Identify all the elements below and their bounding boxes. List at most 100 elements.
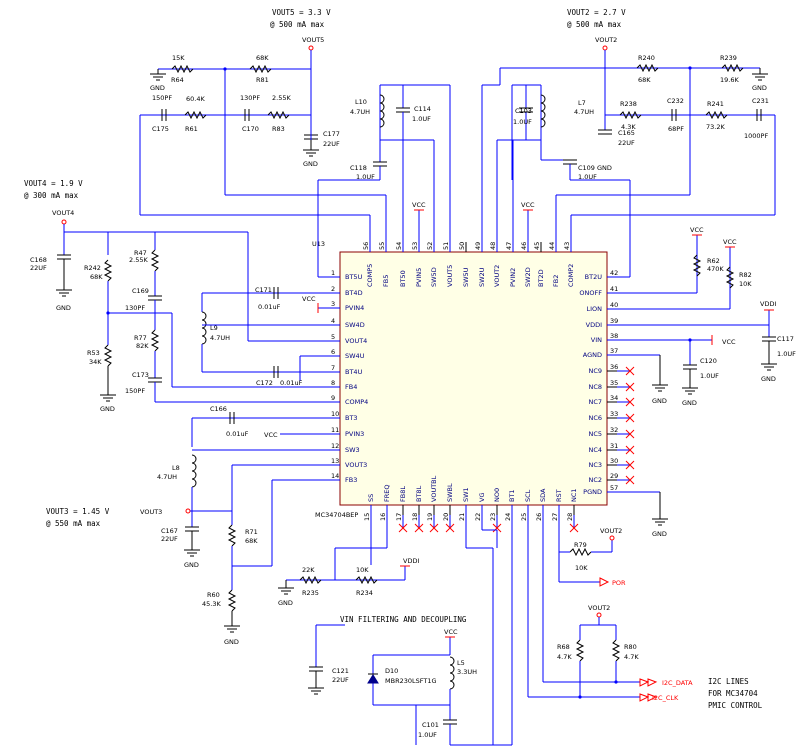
vout2-net-label: VOUT2 — [588, 604, 610, 612]
ic-pin-name: NC8 — [588, 383, 602, 391]
r238-ref: R238 — [620, 100, 637, 108]
no-connect-mark — [492, 523, 502, 533]
ic-pin-number: 39 — [610, 317, 618, 325]
vcc-label: VCC — [723, 238, 737, 246]
ic-pin-name: NC9 — [588, 367, 602, 375]
ic-pin-number: 43 — [563, 242, 571, 250]
r240-ref: R240 — [638, 54, 655, 62]
vcc-label: VCC — [302, 295, 316, 303]
vout2-net-label: VOUT2 — [600, 527, 622, 535]
r235-value: 22K — [302, 566, 315, 574]
vcc-label: VCC — [722, 338, 736, 346]
c120-value: 1.0UF — [700, 372, 719, 380]
d10-value: MBR230LSFT1G — [385, 677, 437, 685]
i2c-clk-label: I2C_CLK — [652, 694, 679, 702]
ic-pin-number: 33 — [610, 410, 618, 418]
r53-ref: R53 — [87, 349, 100, 357]
r80-value: 4.7K — [624, 653, 639, 661]
gnd-label: GND — [184, 561, 199, 569]
ic-pin-number: 26 — [535, 513, 543, 521]
ic-pin-number: 2 — [331, 285, 335, 293]
r71-value: 68K — [245, 537, 258, 545]
r235-resistor — [299, 575, 322, 585]
l10-ref: L10 — [355, 98, 367, 106]
l7-value: 4.7UH — [574, 108, 594, 116]
ic-pin-name: SDA — [539, 488, 547, 502]
c172-value: 0.01uF — [280, 379, 303, 387]
c166-value: 0.01uF — [226, 430, 249, 438]
r239-value: 19.6K — [720, 76, 739, 84]
ic-pin-name: SCL — [524, 489, 532, 502]
c167-ref: C167 — [161, 527, 178, 535]
ic-pin-number: 19 — [426, 513, 434, 521]
ic-pin-number: 36 — [610, 363, 618, 371]
r79-ref: R79 — [574, 541, 587, 549]
c175-ref: C175 — [152, 125, 169, 133]
c109-ref: C109 — [578, 164, 595, 172]
ic-pin-number: 57 — [610, 484, 618, 492]
ic-pin-name: COMP5 — [366, 264, 374, 287]
ic-pin-name: SW3 — [345, 446, 360, 454]
ic-pin-name: VOUT4 — [345, 337, 367, 345]
ic-pin-name: SW4U — [345, 352, 365, 360]
r53-value: 34K — [89, 358, 102, 366]
ic-pin-name: SW2U — [478, 267, 486, 287]
ic-pin-number: 29 — [610, 472, 618, 480]
r82-resistor — [725, 266, 735, 289]
r82-value: 10K — [739, 280, 752, 288]
ic-pin-name: NC2 — [588, 476, 602, 484]
ic-pin-name: VOUT3 — [345, 461, 367, 469]
ic-pin-name: BT2U — [585, 273, 603, 281]
c177-value: 22UF — [323, 140, 340, 148]
l10-value: 4.7UH — [350, 108, 370, 116]
ic-pin-name: PVIN3 — [345, 430, 364, 438]
vout3-rail-title: VOUT3 = 1.45 V — [46, 507, 110, 516]
ic-pin-name: NC3 — [588, 461, 602, 469]
ic-pin-number: 38 — [610, 332, 618, 340]
ic-pin-name: NC7 — [588, 398, 602, 406]
r241-value: 73.2K — [706, 123, 725, 131]
ic-pin-name: PVIN2 — [509, 268, 517, 287]
vout4-net-label: VOUT4 — [52, 209, 74, 217]
ic-pin-number: 1 — [331, 269, 335, 277]
ic-pin-number: 13 — [331, 457, 339, 465]
ic-pin-number: 10 — [331, 410, 339, 418]
r81-resistor — [249, 64, 272, 74]
c231-value: 1000PF — [744, 132, 768, 140]
gnd-label: GND — [652, 530, 667, 538]
vddi-label: VDDI — [760, 300, 776, 308]
r83-resistor — [267, 110, 290, 120]
ic-pin-number: 14 — [331, 472, 339, 480]
l9-value: 4.7UH — [210, 334, 230, 342]
vout4-rail-current: @ 300 mA max — [24, 191, 79, 200]
vout2-net-label: VOUT2 — [595, 36, 617, 44]
r62-resistor — [692, 254, 702, 277]
vout5-rail-current: @ 500 mA max — [270, 20, 325, 29]
gnd-label: GND — [761, 375, 776, 383]
ic-ref: U13 — [312, 240, 325, 248]
ic-pin-name: SW5U — [462, 267, 470, 287]
no-connect-mark — [625, 429, 635, 439]
l7-inductor — [540, 94, 546, 128]
r241-ref: R241 — [707, 100, 724, 108]
ic-pin-number: 24 — [504, 513, 512, 521]
l5-ref: L5 — [457, 659, 465, 667]
r47-resistor — [150, 249, 160, 272]
vout4-rail-title: VOUT4 = 1.9 V — [24, 179, 83, 188]
vcc-label: VCC — [412, 201, 426, 209]
i2c-note-line1: I2C LINES — [708, 677, 749, 686]
i2c-note-line2: FOR MC34704 — [708, 689, 758, 698]
l7-ref: L7 — [578, 99, 586, 107]
r242-resistor — [103, 259, 113, 282]
vout5-net-port — [308, 45, 314, 51]
ic-pin-number: 3 — [331, 300, 335, 308]
r234-ref: R234 — [356, 589, 373, 597]
ic-pin-name: SW5D — [430, 267, 438, 287]
gnd-label: GND — [652, 397, 667, 405]
no-connect-mark — [398, 523, 408, 533]
c121-ref: C121 — [332, 667, 349, 675]
ic-pin-name: ONOFF — [579, 289, 602, 297]
ic-pin-number: 34 — [610, 394, 618, 402]
ic-pin-number: 32 — [610, 426, 618, 434]
gnd-label: GND — [682, 399, 697, 407]
